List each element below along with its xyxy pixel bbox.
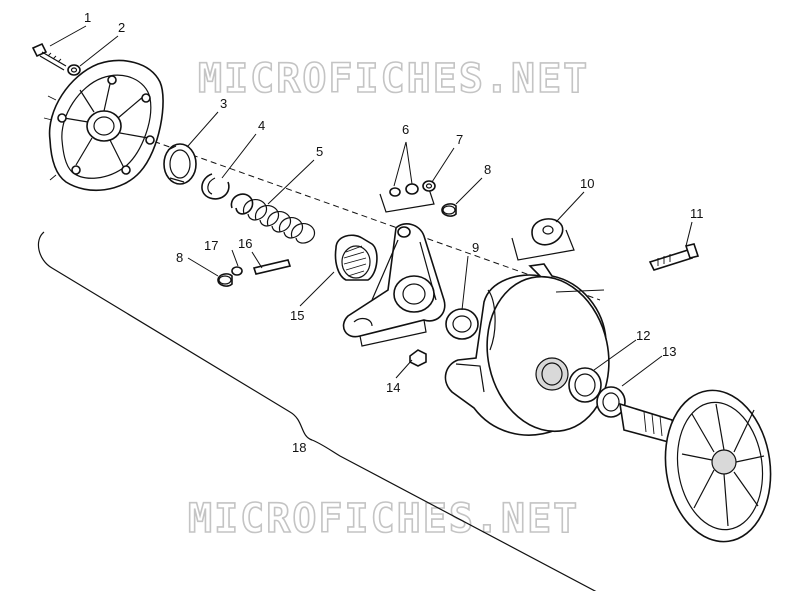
- part-nut-pair: [379, 180, 436, 213]
- part-long-bolt: [648, 243, 700, 271]
- callout-17: 17: [204, 238, 218, 253]
- part-rocker-arm: [342, 223, 446, 347]
- part-roller-sleeve: [334, 234, 378, 281]
- part-bolt: [31, 42, 67, 71]
- part-sheave-washer: [596, 386, 626, 418]
- part-snap-ring: [201, 173, 230, 200]
- callout-10: 10: [580, 176, 594, 191]
- part-o-ring: [231, 266, 243, 276]
- part-thrust-washer: [445, 308, 479, 340]
- part-cover-plate: [43, 59, 164, 192]
- part-tab-washer: [511, 218, 575, 261]
- callout-7: 7: [456, 132, 463, 147]
- leader-lines: [49, 25, 693, 387]
- callout-3: 3: [220, 96, 227, 111]
- part-sheave-bushing: [568, 367, 602, 403]
- callout-14: 14: [386, 380, 400, 395]
- part-washer: [67, 64, 81, 76]
- part-plug-left: [217, 273, 233, 287]
- callout-13: 13: [662, 344, 676, 359]
- assembly-bracket: [37, 231, 597, 591]
- callout-8b: 8: [176, 250, 183, 265]
- callout-4: 4: [258, 118, 265, 133]
- watermark-bottom: MICROFICHES.NET: [188, 496, 579, 542]
- callout-18: 18: [292, 440, 306, 455]
- callout-9: 9: [472, 240, 479, 255]
- callout-12: 12: [636, 328, 650, 343]
- part-plug-right: [441, 203, 457, 217]
- callout-2: 2: [118, 20, 125, 35]
- part-pin: [252, 259, 292, 275]
- callout-1: 1: [84, 10, 91, 25]
- callout-8a: 8: [484, 162, 491, 177]
- callout-15: 15: [290, 308, 304, 323]
- callout-5: 5: [316, 144, 323, 159]
- part-small-nut: [409, 349, 427, 367]
- callout-6: 6: [402, 122, 409, 137]
- part-fixed-sheave: [619, 389, 772, 543]
- callout-11: 11: [690, 206, 704, 221]
- callout-16: 16: [238, 236, 252, 251]
- part-bushing: [163, 143, 197, 185]
- part-spring: [230, 193, 316, 244]
- watermark-top: MICROFICHES.NET: [198, 56, 589, 102]
